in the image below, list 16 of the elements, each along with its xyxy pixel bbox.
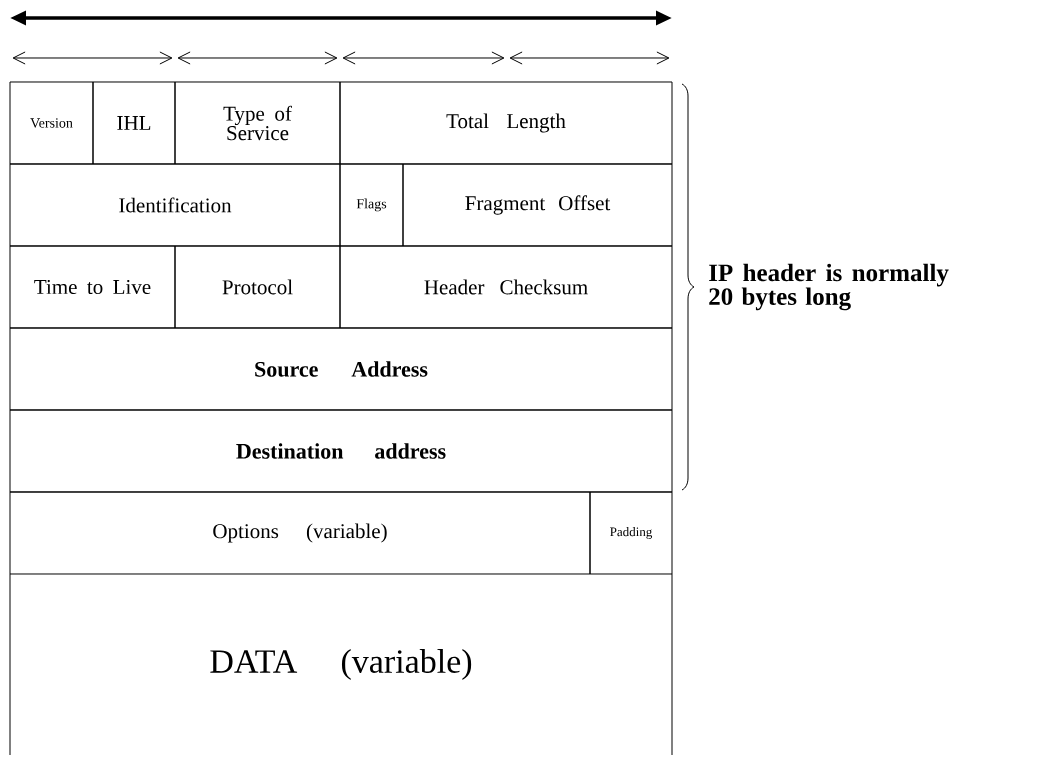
field-row: Source Address (9, 327, 673, 411)
field-row: Destination address (9, 409, 673, 493)
field-cell: Identification (9, 163, 341, 247)
field-cell: Protocol (174, 245, 341, 329)
field-cell: Total Length (339, 81, 673, 165)
field-cell: Fragment Offset (402, 163, 673, 247)
field-cell: Type of Service (174, 81, 341, 165)
field-cell: Version (9, 81, 94, 165)
data-area: DATA (variable) (9, 573, 673, 756)
field-cell: Header Checksum (339, 245, 673, 329)
annotation-text: IP header is normally 20 bytes long (709, 263, 949, 311)
field-cell: Time to Live (9, 245, 176, 329)
field-cell: Flags (339, 163, 404, 247)
field-cell: IHL (92, 81, 176, 165)
field-cell: Padding (589, 491, 673, 575)
field-cell: Options (variable) (9, 491, 591, 575)
